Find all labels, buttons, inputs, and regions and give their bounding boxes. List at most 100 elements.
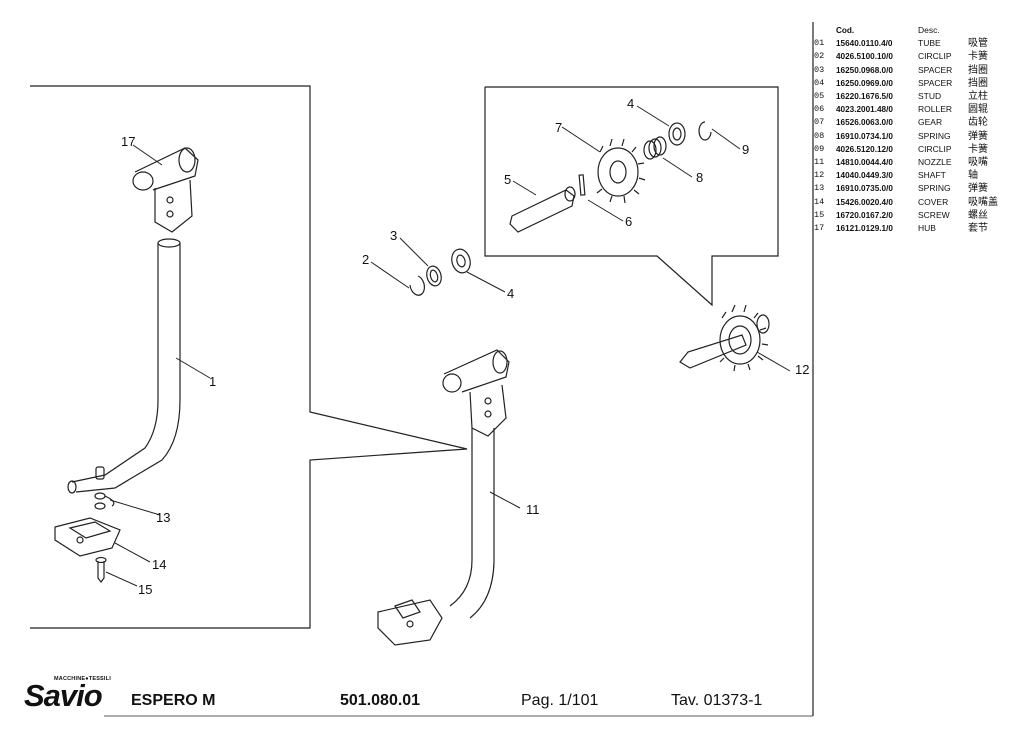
- callout-numbers: 17 1 2 3 4 11 13 14 15 12 5 6 7 8 4 9: [121, 96, 809, 597]
- part-code: 14040.0449.3/0: [836, 171, 893, 181]
- header-pos: [814, 24, 836, 37]
- callout-8: 8: [696, 170, 703, 185]
- header-desc: Desc.: [918, 25, 940, 35]
- part-code: 4023.2001.48/0: [836, 105, 893, 115]
- gear-7-part: [596, 138, 646, 204]
- part-code: 16220.1676.5/0: [836, 92, 893, 102]
- callout-12: 12: [795, 362, 809, 377]
- spacer-4-detail-part: [668, 122, 686, 146]
- part-position: 08: [814, 130, 825, 141]
- machine-model: ESPERO M: [131, 692, 216, 709]
- part-position: 09: [814, 143, 825, 154]
- drawing-code: 501.080.01: [340, 692, 421, 709]
- part-description-cn: 吸管: [968, 38, 988, 50]
- header-code: Cod.: [836, 26, 855, 35]
- roller-6-part: [578, 174, 586, 196]
- part-code: 16250.0969.0/0: [836, 78, 893, 88]
- screw-15-part: [95, 556, 107, 583]
- part-description: STUD: [918, 91, 942, 102]
- part-description-cn: 弹簧: [968, 183, 988, 195]
- part-description-cn: 立柱: [968, 91, 988, 103]
- part-code: 4026.5120.12/0: [836, 144, 893, 154]
- part-description-cn: 齿轮: [968, 117, 988, 129]
- cover-14-part: [54, 517, 121, 557]
- table-number: Tav. 01373-1: [671, 692, 763, 709]
- part-position: 13: [814, 183, 825, 194]
- part-code: 16250.0968.0/0: [836, 65, 893, 75]
- parts-table-row: 08 16910.0734.1/0 SPRING 弹簧: [814, 130, 1020, 143]
- part-description: CIRCLIP: [918, 51, 952, 62]
- callout-1: 1: [209, 374, 216, 389]
- parts-table-header: Cod. Desc.: [814, 24, 1020, 37]
- callout-2: 2: [362, 252, 369, 267]
- part-description: CIRCLIP: [918, 143, 952, 154]
- callout-3: 3: [390, 228, 397, 243]
- part-description-cn: 挡圈: [968, 64, 988, 76]
- spring-13-part: [94, 492, 115, 510]
- part-description: SPACER: [918, 77, 953, 88]
- parts-table-row: 03 16250.0968.0/0 SPACER 挡圈: [814, 64, 1020, 77]
- part-description: COVER: [918, 196, 949, 207]
- part-position: 01: [814, 38, 825, 49]
- part-position: 11: [814, 157, 825, 168]
- nozzle-11-part: [377, 349, 510, 646]
- part-description-cn: 卡簧: [968, 51, 988, 63]
- callout-4: 4: [507, 286, 514, 301]
- callout-15: 15: [138, 582, 152, 597]
- part-description: TUBE: [918, 38, 941, 49]
- part-description: NOZZLE: [918, 157, 952, 168]
- callout-4-detail: 4: [627, 96, 634, 111]
- part-code: 15640.0110.4/0: [836, 39, 893, 49]
- part-code: 16910.0734.1/0: [836, 131, 893, 141]
- part-position: 04: [814, 77, 825, 88]
- part-description-cn: 螺丝: [968, 209, 988, 221]
- header-cn: [968, 24, 1018, 37]
- part-code: 16526.0063.0/0: [836, 118, 893, 128]
- parts-table-row: 01 15640.0110.4/0 TUBE 吸管: [814, 37, 1020, 50]
- part-position: 03: [814, 64, 825, 75]
- shaft-12-assembly: [679, 304, 770, 372]
- part-description: SPRING: [918, 183, 951, 194]
- part-description: HUB: [918, 223, 936, 234]
- detail-frame-left: [30, 85, 468, 629]
- part-description-cn: 吸嘴盖: [968, 196, 998, 208]
- hub-part: [132, 147, 199, 233]
- part-description-cn: 弹簧: [968, 130, 988, 142]
- part-position: 06: [814, 104, 825, 115]
- logo-wordmark: Savio: [24, 678, 103, 713]
- part-description-cn: 圆辊: [968, 104, 988, 116]
- spacer-4-part: [451, 248, 471, 274]
- part-position: 07: [814, 117, 825, 128]
- part-description: SHAFT: [918, 170, 946, 181]
- logo-tagline: MACCHINE●TESSILI: [54, 676, 111, 682]
- part-description: SPRING: [918, 130, 951, 141]
- part-position: 14: [814, 196, 825, 207]
- part-code: 16910.0735.0/0: [836, 184, 893, 194]
- part-code: 15426.0020.4/0: [836, 197, 893, 207]
- part-description: SCREW: [918, 209, 950, 220]
- callout-11: 11: [526, 502, 540, 517]
- part-code: 14810.0044.4/0: [836, 158, 893, 168]
- spring-8-part: [643, 136, 667, 160]
- title-block: MACCHINE●TESSILI Savio ESPERO M 501.080.…: [0, 676, 1024, 732]
- page-number: Pag. 1/101: [521, 692, 599, 709]
- circlip-2-part: [409, 275, 425, 296]
- savio-logo: MACCHINE●TESSILI Savio: [24, 676, 114, 716]
- part-position: 15: [814, 209, 825, 220]
- part-description-cn: 套节: [968, 223, 988, 235]
- part-code: 4026.5100.10/0: [836, 52, 893, 62]
- callout-9: 9: [742, 142, 749, 157]
- part-description: SPACER: [918, 64, 953, 75]
